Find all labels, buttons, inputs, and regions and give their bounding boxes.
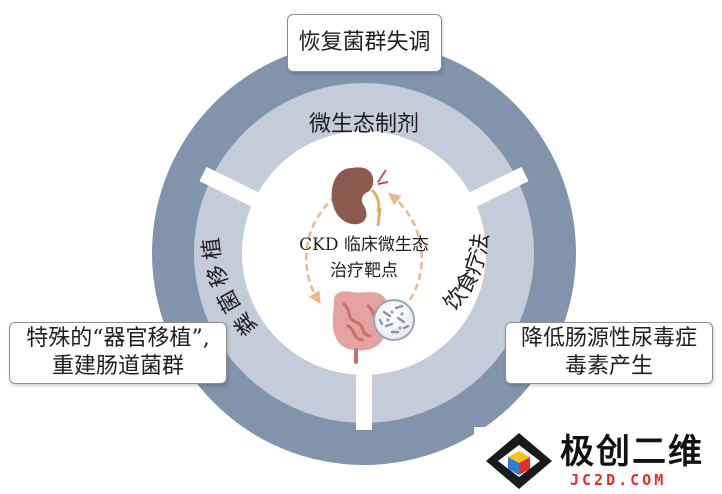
cycle-arrow-right: [388, 192, 424, 301]
cycle-arrow-left: [304, 195, 337, 305]
callout-left-line1: 特殊的“器官移植”,: [26, 326, 210, 351]
callout-right-line2: 毒素产生: [564, 354, 653, 379]
ring-label-top: 微生态制剂: [309, 112, 419, 137]
center-disc-cover: [244, 133, 484, 373]
cube-logo-icon: [486, 433, 552, 489]
intestine-icon: [332, 291, 389, 364]
watermark-name: 极创二维: [560, 432, 704, 472]
center-title-line1: CKD 临床微生态: [299, 235, 429, 255]
bacteria-icon: [373, 299, 415, 341]
center-title-line2: 治疗靶点: [330, 261, 398, 281]
callout-top-text: 恢复菌群失调: [298, 30, 431, 55]
callout-right: 降低肠源性尿毒症 毒素产生: [505, 322, 713, 384]
watermark-logo: 极创二维 JC2D.COM: [474, 427, 722, 494]
callout-left: 特殊的“器官移植”, 重建肠道菌群: [9, 322, 227, 384]
callout-top: 恢复菌群失调: [287, 14, 442, 72]
kidney-icon: [331, 167, 389, 227]
callout-left-line2: 重建肠道菌群: [51, 354, 184, 379]
watermark-domain: JC2D.COM: [570, 471, 667, 489]
callout-right-line1: 降低肠源性尿毒症: [520, 326, 697, 351]
